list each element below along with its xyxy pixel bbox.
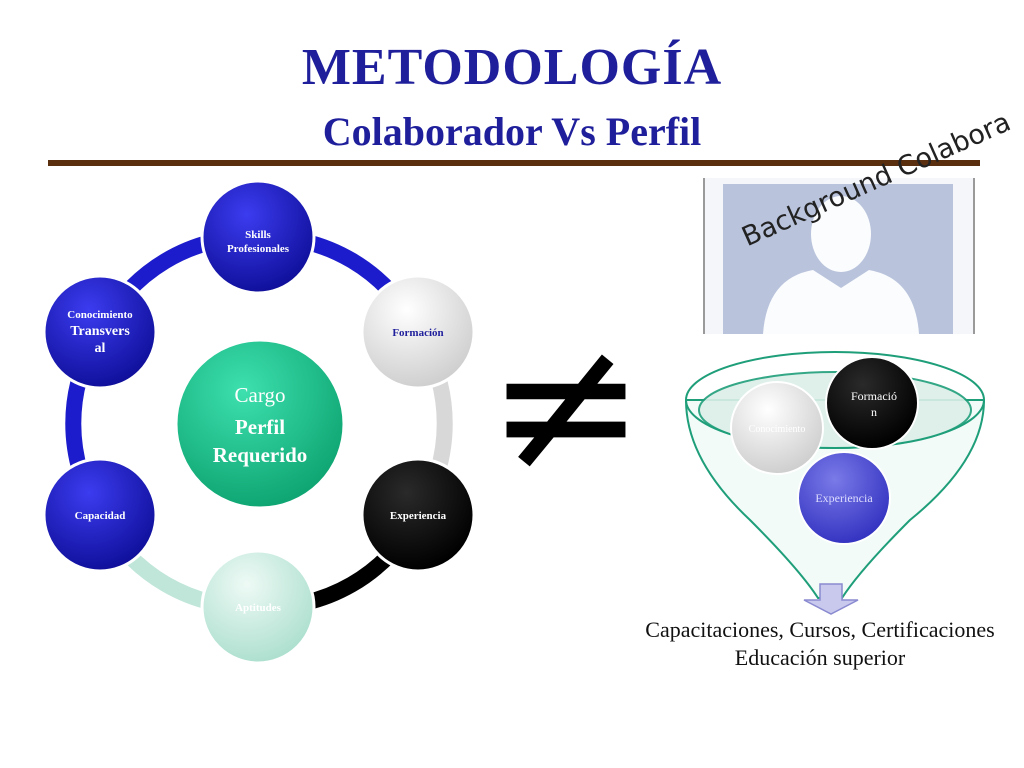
center-label-perfil: Perfil [235,415,285,439]
svg-text:Experiencia: Experiencia [815,491,873,505]
node-formacion: Formación [360,274,476,390]
funnel-circle-formacion: Formació n [825,356,919,450]
caption-line-1: Capacitaciones, Cursos, Certificaciones [645,617,995,642]
svg-text:Capacidad: Capacidad [75,510,126,522]
svg-text:Conocimiento: Conocimiento [67,309,133,321]
svg-text:Conocimiento: Conocimiento [749,424,806,435]
title-divider [48,160,980,166]
not-equal-icon: ≠ [486,294,645,515]
silhouette-icon [723,184,953,334]
arrow-down-icon [803,583,859,615]
center-label-requerido: Requerido [213,443,308,467]
page-title: METODOLOGÍA [301,39,723,96]
svg-text:Experiencia: Experiencia [390,510,447,522]
node-skills-profesionales: Skills Profesionales [200,179,316,295]
svg-text:Aptitudes: Aptitudes [235,602,282,614]
background-collaborator-image [703,178,975,334]
node-conocimiento-transversal: Conocimiento Transvers al [42,274,158,390]
svg-text:Formación: Formación [392,327,443,339]
node-aptitudes: Aptitudes [200,549,316,665]
svg-text:Formació: Formació [851,389,897,403]
caption-line-2: Educación superior [734,645,906,670]
svg-text:Profesionales: Profesionales [227,243,290,255]
svg-text:Skills: Skills [245,229,271,241]
svg-text:Transvers: Transvers [70,324,130,339]
svg-text:n: n [871,405,877,419]
center-label-cargo: Cargo [235,383,286,407]
funnel-circle-experiencia: Experiencia [797,451,891,545]
svg-text:al: al [95,341,106,356]
funnel-caption: Capacitaciones, Cursos, Certificaciones … [600,616,1024,672]
page-subtitle: Colaborador Vs Perfil [322,109,702,154]
node-experiencia: Experiencia [360,457,476,573]
cycle-center: Cargo Perfil Requerido [174,338,346,510]
funnel-circle-conocimiento: Conocimiento [730,381,824,475]
node-capacidad: Capacidad [42,457,158,573]
